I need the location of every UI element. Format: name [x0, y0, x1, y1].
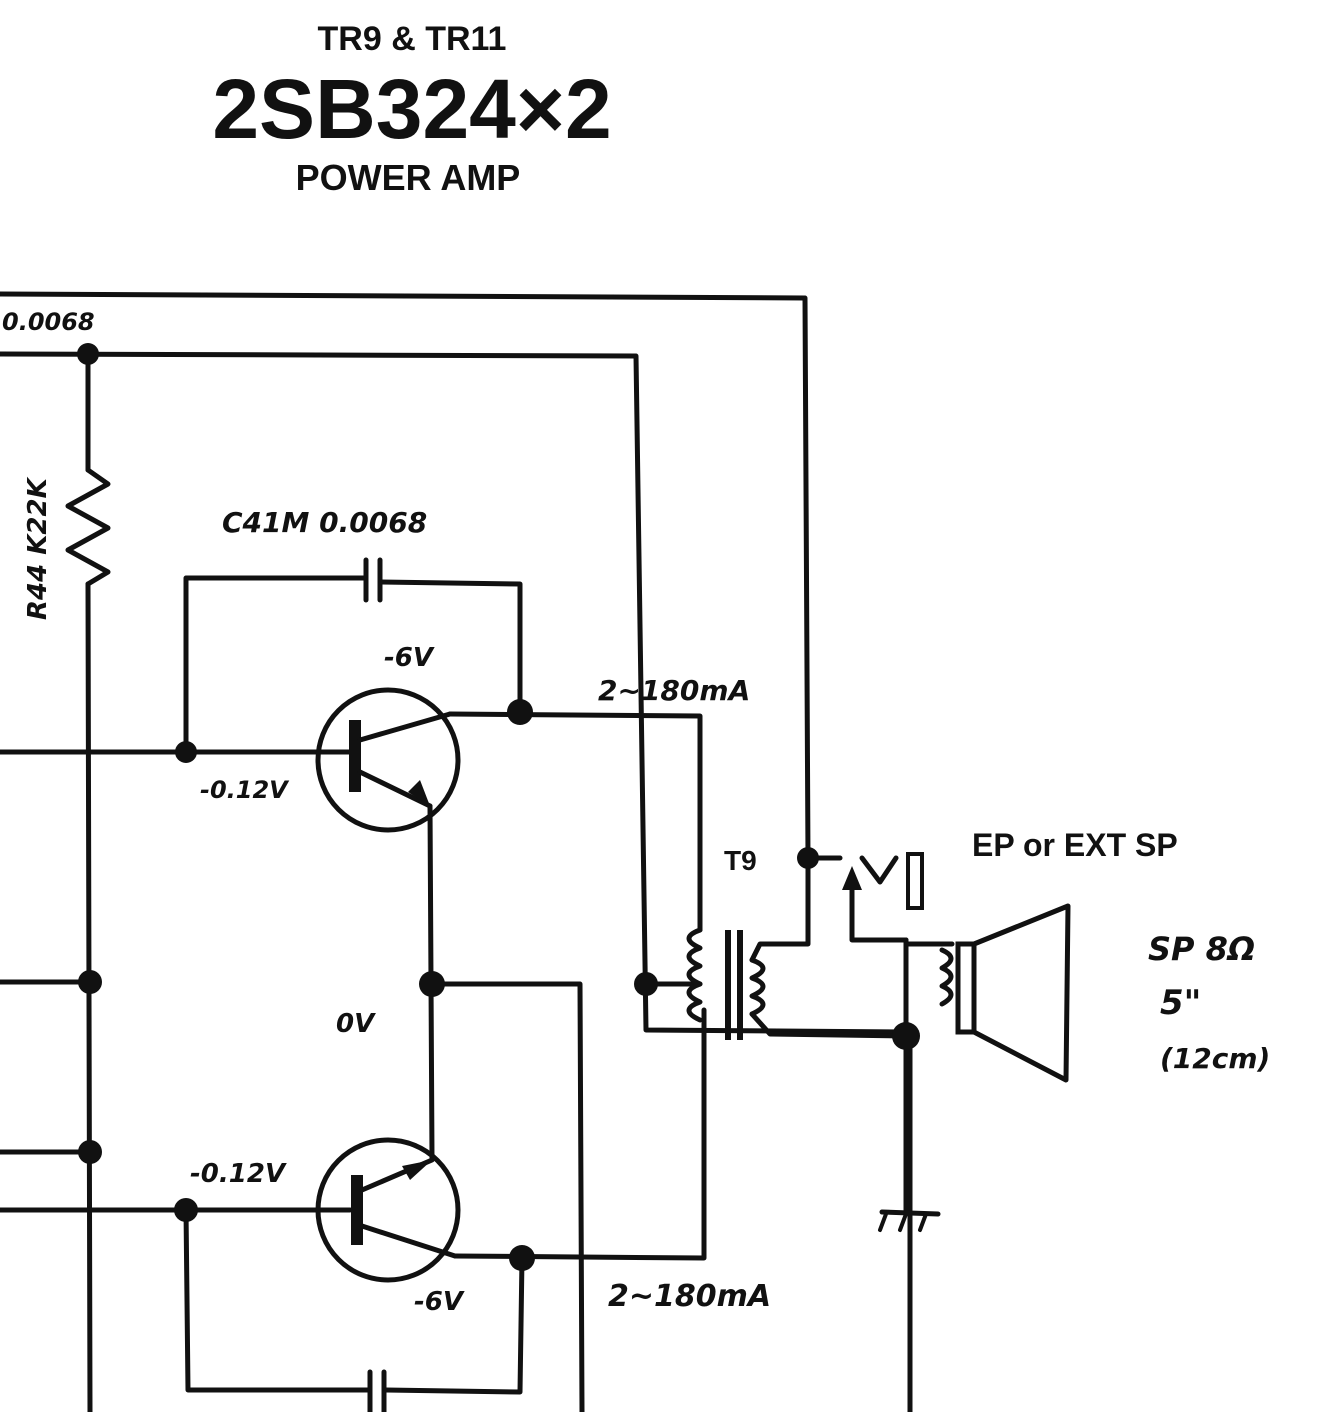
wire-top-rail	[0, 351, 913, 1412]
title-block: TR9 & TR11 2SB324×2 POWER AMP	[212, 20, 611, 198]
wire-feedback-top-right	[378, 579, 523, 715]
transistor-top	[315, 687, 461, 833]
label-current-top: 2~180mA	[598, 674, 750, 707]
speaker	[903, 903, 1071, 1215]
transistor-bottom	[315, 1137, 461, 1283]
wire-feedback-top	[183, 575, 368, 755]
resistor-r44	[65, 467, 111, 587]
label-speaker-spec: SP 8Ω	[1148, 930, 1255, 968]
transistor-top-body	[315, 687, 461, 833]
wire-center-out	[429, 981, 585, 1412]
wire-top-outer	[0, 291, 811, 861]
transformer-t9	[686, 857, 909, 1040]
junction-dots	[77, 343, 920, 1271]
transistor-bottom-body	[315, 1137, 461, 1283]
wire-top-collector	[447, 711, 703, 933]
label-top-base-v: -0.12V	[200, 776, 290, 804]
label-speaker-size: 5"	[1160, 983, 1201, 1023]
label-r44: R44 K22K	[23, 476, 53, 620]
label-bottom-base-v: -0.12V	[190, 1159, 287, 1189]
label-current-bottom: 2~180mA	[608, 1279, 771, 1314]
label-transformer: T9	[724, 845, 757, 876]
wire-left-bus	[85, 581, 93, 1412]
label-cap-feedback: C41M 0.0068	[222, 506, 427, 539]
wire-feedback-bottom-right	[383, 1255, 525, 1395]
title-transistors: TR9 & TR11	[318, 20, 507, 58]
label-center-v: 0V	[336, 1009, 376, 1039]
wire-feedback-bottom	[183, 1207, 371, 1393]
label-jack: EP or EXT SP	[972, 827, 1178, 863]
label-speaker-metric: (12cm)	[1160, 1042, 1270, 1075]
label-top-collector-v: -6V	[384, 643, 435, 673]
title-part-number: 2SB324×2	[212, 62, 611, 156]
label-bottom-collector-v: -6V	[414, 1287, 465, 1317]
output-jack	[805, 852, 924, 943]
ground-symbol	[878, 1209, 941, 1232]
wire-bottom-collector	[452, 1007, 707, 1261]
title-section: POWER AMP	[296, 157, 521, 198]
label-cap-top: 0.0068	[2, 308, 95, 336]
